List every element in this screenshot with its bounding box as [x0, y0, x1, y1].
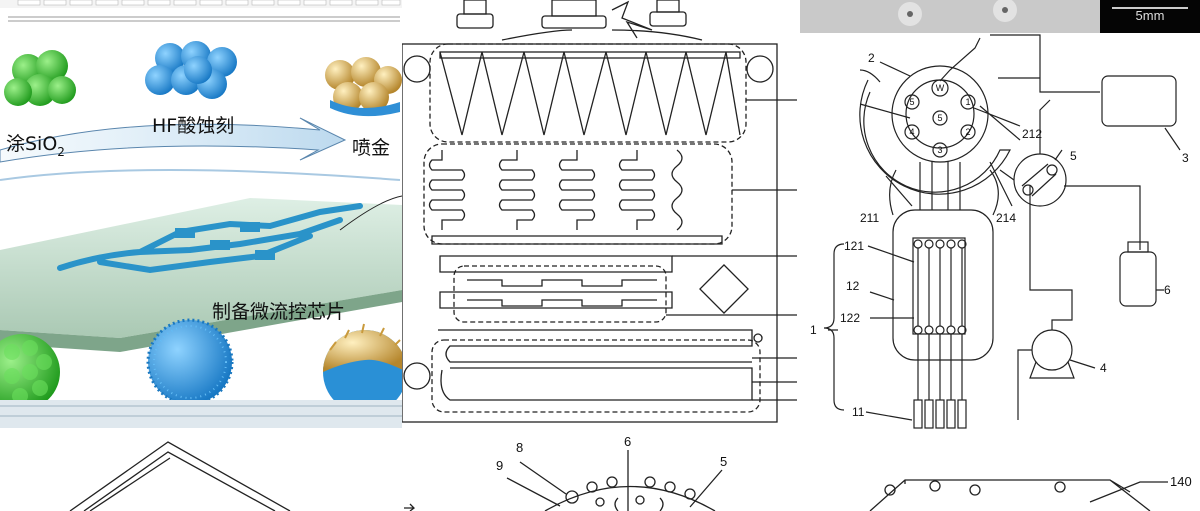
bottom-label-9: 9: [496, 458, 503, 473]
bottom-label-6: 6: [624, 434, 631, 449]
svg-text:5: 5: [937, 113, 942, 123]
svg-text:5: 5: [909, 97, 914, 107]
svg-text:1: 1: [810, 323, 817, 337]
schematic-callouts: 2 212 5 3 211 214 121 12 122 1 6 4 11: [810, 51, 1189, 419]
substrate-plate: [0, 400, 402, 428]
chip-body: [892, 209, 994, 361]
svg-text:4: 4: [1100, 361, 1107, 375]
blue-cluster-top: [145, 41, 237, 99]
bottom-drawings: 8 6 9 5 140: [69, 434, 1192, 511]
top-swatch-strip: [0, 0, 402, 22]
collection-region-outline: [431, 339, 761, 413]
swoosh-arrow-lower: [0, 169, 401, 181]
scale-bar-label: 5mm: [1136, 8, 1165, 23]
process-illustration: 涂SiO2 HF酸蚀刻 喷金 制备微流控芯片: [0, 0, 402, 428]
mount-hole-top-right: [746, 55, 774, 83]
svg-text:3: 3: [1182, 151, 1189, 165]
svg-text:121: 121: [844, 239, 864, 253]
chip-layout-panel: 215: [402, 0, 800, 432]
svg-text:2: 2: [868, 51, 875, 65]
svg-text:2: 2: [965, 127, 970, 137]
pinch-valve-5: [1013, 153, 1067, 207]
green-cluster-top: [4, 50, 76, 106]
pump-4: [1031, 329, 1073, 371]
svg-text:212: 212: [1022, 127, 1042, 141]
process-illustration-panel: 涂SiO2 HF酸蚀刻 喷金 制备微流控芯片: [0, 0, 402, 432]
svg-text:6: 6: [1164, 283, 1171, 297]
channel-array: [912, 237, 966, 335]
svg-text:214: 214: [996, 211, 1016, 225]
mixing-region-outline: [453, 265, 667, 323]
frame-drawing-left: [69, 441, 291, 511]
svg-text:1: 1: [965, 97, 970, 107]
svg-text:211: 211: [860, 211, 879, 225]
svg-text:3: 3: [937, 145, 942, 155]
svg-text:4: 4: [909, 127, 914, 137]
svg-text:12: 12: [846, 279, 860, 293]
bottom-figure-strip: 8 6 9 5 140: [0, 432, 1200, 511]
mount-hole-top-left: [403, 55, 431, 83]
svg-text:122: 122: [840, 311, 860, 325]
hf-etch-label: HF酸蚀刻: [152, 115, 234, 137]
serpentine-group-3: [558, 150, 596, 230]
serpentine-group-4: [618, 150, 656, 230]
reservoir-3: [1101, 75, 1177, 127]
collection-channel: [438, 329, 753, 401]
top-fixtures: [456, 0, 703, 41]
diamond-chamber: [699, 264, 749, 314]
fabricate-chip-label: 制备微流控芯片: [212, 301, 345, 323]
system-schematic-panel: 5mm: [800, 0, 1200, 432]
bottom-label-5: 5: [720, 454, 727, 469]
chip-outline: [402, 43, 778, 423]
electrode-comb: [913, 399, 967, 429]
bottom-label-140: 140: [1170, 474, 1192, 489]
mount-hole-bottom-left: [403, 362, 431, 390]
gold-sputter-label: 喷金: [352, 137, 390, 159]
bottom-arrow-mark: [404, 503, 415, 511]
system-schematic: 5mm: [800, 0, 1200, 429]
svg-text:11: 11: [852, 405, 865, 419]
green-sphere-bottom: [0, 334, 60, 410]
region-215-outline: [429, 43, 747, 143]
valve-port-labels: W 1 2 3 4 5 5: [909, 83, 970, 155]
bottom-label-8: 8: [516, 440, 523, 455]
gold-cluster-top: [325, 57, 402, 117]
coat-sio2-label: 涂SiO2: [6, 133, 65, 159]
blue-spiky-sphere-bottom: [146, 318, 234, 406]
mixing-channel-block: [439, 255, 673, 309]
serpentine-region-outline: [423, 143, 733, 245]
serpentine-group-1: [428, 150, 466, 230]
plate-drawing-right: [869, 479, 1151, 511]
gold-spiky-sphere-bottom: [323, 323, 402, 414]
chip-layout-drawing: 215: [402, 0, 797, 423]
serpentine-group-2: [498, 150, 536, 230]
rotary-valve: [859, 37, 1011, 195]
svg-text:W: W: [936, 83, 945, 93]
zigzag-channel: [439, 51, 741, 136]
serpentine-group-5: [671, 149, 683, 231]
swoosh-arrow-upper: [0, 117, 347, 163]
bracket-1: [823, 243, 845, 411]
svg-text:5: 5: [1070, 149, 1077, 163]
collection-bottle-6: [1119, 251, 1157, 307]
micrograph-strip: 5mm: [800, 0, 1200, 33]
